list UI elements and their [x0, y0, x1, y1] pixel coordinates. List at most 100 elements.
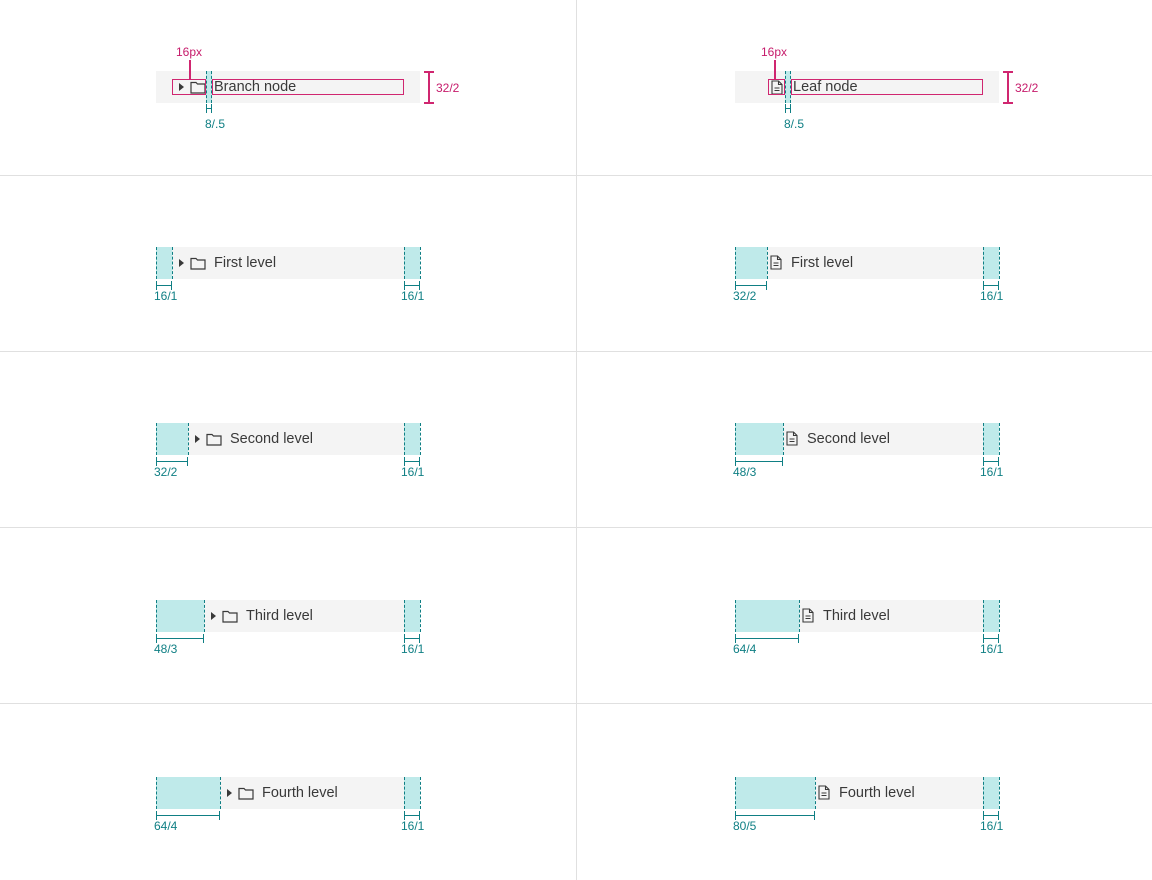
end-spacer — [404, 777, 420, 809]
icon-spacing-label: 16px — [176, 45, 203, 59]
spacer-edge — [404, 600, 405, 632]
row-divider — [0, 351, 1152, 352]
height-label: 32/2 — [436, 81, 460, 95]
spacing-measure — [983, 281, 999, 290]
indent-spacer — [156, 600, 204, 632]
gap-measure — [785, 104, 791, 113]
folder-icon — [238, 787, 254, 800]
spacing-measure-label: 32/2 — [733, 289, 757, 303]
spacer-edge — [404, 247, 405, 279]
spacing-measure-label: 48/3 — [733, 465, 757, 479]
spacer-edge — [420, 600, 421, 632]
spacing-measure-label: 64/4 — [733, 642, 757, 656]
icon-gap-spacer — [785, 71, 791, 103]
document-icon — [786, 431, 798, 446]
spacer-edge — [735, 423, 736, 455]
branch-level-row — [156, 423, 420, 455]
branch-node-row — [156, 71, 420, 103]
spacer-edge — [735, 777, 736, 809]
spacer-edge — [983, 423, 984, 455]
spacer-edge — [420, 777, 421, 809]
spacer-edge — [404, 777, 405, 809]
spacing-measure — [983, 457, 999, 466]
end-spacer — [404, 600, 420, 632]
icon-gap-spacer — [206, 71, 212, 103]
spacing-measure — [404, 811, 420, 820]
label-bounding-box — [791, 79, 983, 95]
height-bracket-line — [1007, 71, 1009, 103]
folder-icon — [222, 610, 238, 623]
spacing-measure-label: 16/1 — [401, 642, 425, 656]
indent-spacer — [735, 423, 783, 455]
spacer-edge — [156, 777, 157, 809]
spacing-measure-label: 48/3 — [154, 642, 178, 656]
spacer-edge — [799, 600, 800, 632]
spacer-edge — [420, 247, 421, 279]
spacer-edge — [156, 247, 157, 279]
end-spacer — [404, 423, 420, 455]
gap-measure — [206, 104, 212, 113]
spacing-measure-label: 16/1 — [980, 819, 1004, 833]
spacer-edge — [156, 423, 157, 455]
caret-right-icon — [227, 789, 232, 797]
spacing-measure-label: 16/1 — [980, 289, 1004, 303]
spacer-edge — [188, 423, 189, 455]
caret-right-icon — [211, 612, 216, 620]
spacer-edge — [999, 423, 1000, 455]
spacer-edge — [404, 423, 405, 455]
spacing-measure-label: 16/1 — [401, 289, 425, 303]
spacer-edge — [983, 777, 984, 809]
height-bracket-top — [424, 71, 434, 73]
spacing-measure-label: 16/1 — [980, 642, 1004, 656]
branch-node-label: Branch node — [214, 79, 297, 95]
spacer-edge — [735, 600, 736, 632]
spacer-edge — [204, 600, 205, 632]
spacer-edge — [983, 247, 984, 279]
indent-spacer — [156, 247, 172, 279]
spacer-edge — [211, 71, 212, 103]
spacer-edge — [172, 247, 173, 279]
row-divider — [0, 703, 1152, 704]
spacer-edge — [999, 247, 1000, 279]
icon-bounding-box — [768, 79, 785, 95]
spacing-measure — [404, 457, 420, 466]
row-divider — [0, 175, 1152, 176]
spacing-measure-label: 16/1 — [980, 465, 1004, 479]
spacing-measure — [156, 281, 172, 290]
spacer-edge — [815, 777, 816, 809]
spacing-measure — [156, 634, 204, 643]
spacing-measure — [983, 811, 999, 820]
height-bracket-bottom — [424, 102, 434, 104]
spacing-measure — [983, 634, 999, 643]
spacing-measure — [404, 281, 420, 290]
spacer-edge — [220, 777, 221, 809]
level-label: Second level — [807, 431, 891, 447]
spacer-edge — [767, 247, 768, 279]
spacing-measure — [735, 634, 799, 643]
row-divider — [0, 527, 1152, 528]
spacing-measure-label: 16/1 — [154, 289, 178, 303]
label-bounding-box — [212, 79, 404, 95]
column-divider — [576, 0, 577, 880]
leaf-node-label: Leaf node — [793, 79, 858, 95]
spacing-measure — [156, 457, 188, 466]
spacing-measure — [156, 811, 220, 820]
spacer-edge — [420, 423, 421, 455]
caret-right-icon — [179, 83, 184, 91]
gap-measure-label: 8/.5 — [784, 117, 805, 131]
caret-right-icon — [195, 435, 200, 443]
document-icon — [802, 608, 814, 623]
level-label: Fourth level — [262, 785, 338, 801]
indent-spacer — [735, 600, 799, 632]
icon-pointer-line — [189, 60, 191, 80]
end-spacer — [983, 423, 999, 455]
spacer-edge — [999, 777, 1000, 809]
spacer-edge — [735, 247, 736, 279]
spacing-measure-label: 16/1 — [401, 819, 425, 833]
level-label: Second level — [230, 431, 314, 447]
spacer-edge — [999, 600, 1000, 632]
end-spacer — [404, 247, 420, 279]
end-spacer — [983, 777, 999, 809]
height-bracket-bottom — [1003, 102, 1013, 104]
indent-spacer — [156, 423, 188, 455]
